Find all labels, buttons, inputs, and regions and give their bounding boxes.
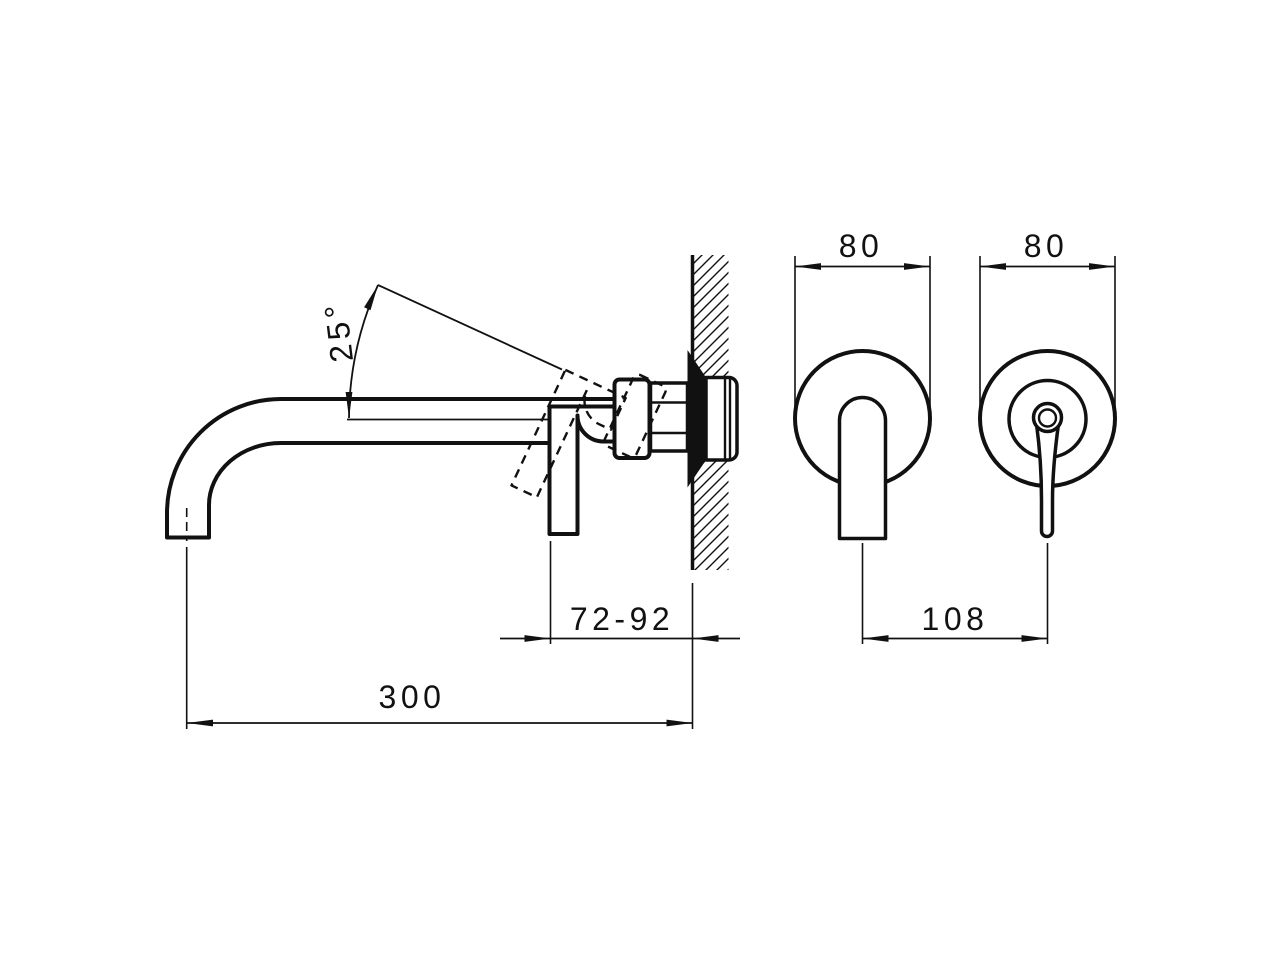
spout-side <box>165 397 616 540</box>
dim-plate-centers-label: 108 <box>922 601 989 637</box>
valve-body <box>612 350 706 488</box>
concealed-body-cap <box>704 375 739 462</box>
arrow-300-left <box>187 719 213 727</box>
front-views: 80 80 108 <box>793 228 1117 644</box>
dim-handle-plate-label: 80 <box>1024 228 1069 264</box>
dim-spout-plate-label: 80 <box>839 228 884 264</box>
handle-swing-dashed <box>510 368 667 499</box>
body-section <box>648 381 690 453</box>
dim-spout-reach-label: 300 <box>379 679 446 715</box>
dim-angle-label: 25° <box>317 298 360 364</box>
arrow-108-right <box>1021 635 1048 642</box>
angle-ray-tilted <box>377 284 563 371</box>
arrow-72-92-left <box>524 635 551 642</box>
spout-escutcheon-front <box>793 349 932 541</box>
cap-outline <box>704 375 739 462</box>
spout-front <box>837 395 888 541</box>
angle-arrow-bottom <box>345 392 353 418</box>
handle-side <box>547 404 618 536</box>
cartridge <box>612 377 652 460</box>
dim-handle-plate: 80 <box>979 228 1116 415</box>
handle-pivot-center <box>1037 408 1058 428</box>
handle-lever-front <box>1034 422 1061 539</box>
handle-escutcheon-front <box>978 349 1117 539</box>
arrow-80R-right <box>1089 263 1115 270</box>
angle-arrow-top <box>364 285 378 311</box>
dim-handle-to-wall: 72-92 <box>500 601 740 642</box>
arrow-300-right <box>666 719 693 727</box>
spout-outline <box>165 397 616 540</box>
dim-handle-to-wall-label: 72-92 <box>570 601 674 637</box>
handle-dashed <box>510 368 627 499</box>
dim-spout-reach: 300 <box>187 679 693 727</box>
arrow-108-left <box>862 635 889 642</box>
arrow-72-92-right <box>692 635 719 642</box>
arrow-80R-left <box>980 263 1006 270</box>
arrow-80L-right <box>904 263 930 270</box>
dim-plate-centers: 108 <box>861 543 1049 644</box>
side-view: 25° 72-92 <box>165 255 740 729</box>
arrow-80L-left <box>795 263 821 270</box>
spout-fill <box>167 399 616 538</box>
wall-flange <box>687 350 706 488</box>
dim-spout-plate: 80 <box>794 228 931 415</box>
cartridge-dashed <box>602 373 667 459</box>
